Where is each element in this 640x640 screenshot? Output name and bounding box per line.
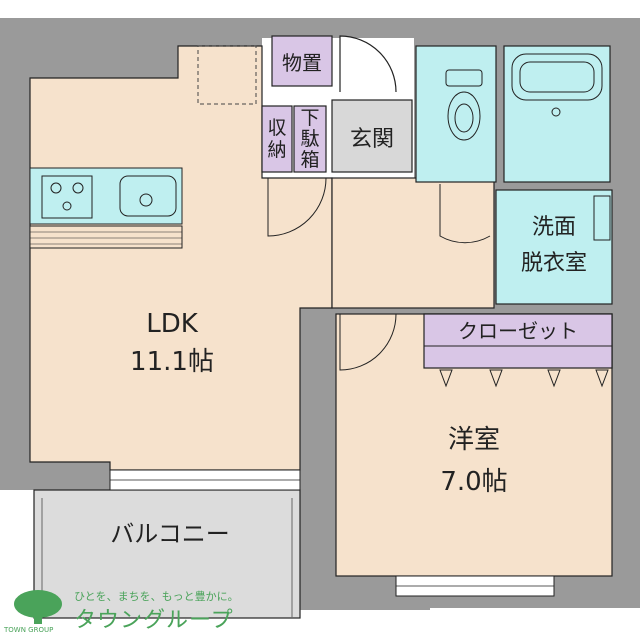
- outer-wall-top: [262, 18, 414, 38]
- stove: [41, 175, 93, 219]
- shoe-box-label-1: 下: [300, 107, 319, 129]
- burner-right: [72, 182, 84, 194]
- storage-room: [271, 35, 333, 87]
- balcony: [33, 489, 301, 619]
- washroom: [495, 189, 613, 305]
- shelf-label-2: 納: [267, 139, 286, 161]
- ceiling-storage-outline: [197, 45, 257, 105]
- sink-drain: [139, 193, 153, 207]
- entrance-label: 玄関: [350, 127, 394, 152]
- burner-left: [50, 182, 62, 194]
- hallway-floor: [331, 177, 495, 309]
- washroom-label-line2: 脱衣室: [521, 251, 587, 276]
- entrance-door-swing: [339, 35, 397, 93]
- toilet-bowl: [447, 91, 481, 141]
- ldk-label: LDK: [146, 309, 199, 339]
- storage-label: 物置: [282, 51, 322, 75]
- toilet-door-swing: [439, 184, 491, 244]
- western-room-label: 洋室: [448, 425, 500, 455]
- toilet-room: [415, 45, 497, 183]
- closet-label: クローゼット: [458, 319, 578, 343]
- kitchen-sink: [119, 175, 177, 217]
- shower-head: [551, 107, 561, 117]
- counter-shelf: [29, 225, 183, 249]
- western-size-label: 7.0帖: [440, 467, 507, 497]
- toilet-tank: [445, 69, 483, 87]
- shelf-label-1: 収: [267, 117, 286, 139]
- logo-sub: TOWN GROUP: [4, 626, 54, 634]
- ldk-size-label: 11.1帖: [130, 347, 214, 377]
- shelf-storage: [261, 105, 293, 173]
- shoe-box-label-3: 箱: [300, 149, 319, 171]
- shoe-box: [293, 105, 327, 173]
- balcony-label: バルコニー: [110, 520, 230, 548]
- ldk-door-swing: [267, 177, 327, 237]
- logo-tagline: ひとを、まちを、もっと豊かに。: [74, 590, 239, 603]
- shoe-box-label-2: 駄: [300, 128, 319, 150]
- washroom-label-line1: 洗面: [532, 215, 576, 240]
- entrance-floor: [331, 99, 413, 173]
- wash-basin: [593, 195, 611, 241]
- tree-logo-icon: [14, 590, 62, 624]
- burner-back: [62, 201, 72, 211]
- bathtub: [511, 53, 603, 101]
- closet-2: [423, 313, 613, 369]
- western-door-swing: [339, 313, 397, 371]
- logo-name: タウングループ: [74, 608, 234, 633]
